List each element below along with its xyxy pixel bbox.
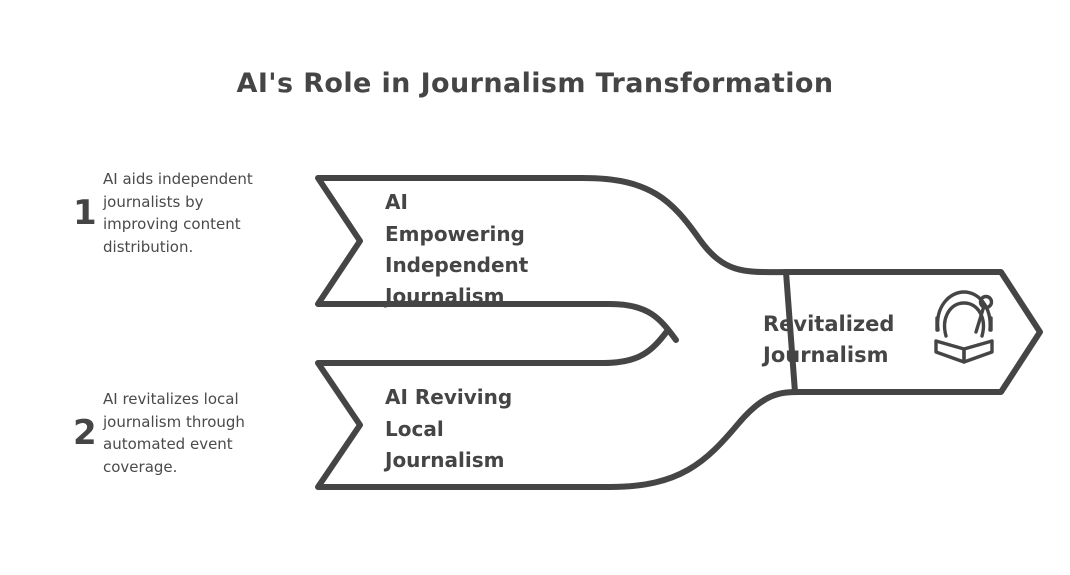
- annotation-text-2: AI revitalizes local journalism through …: [103, 390, 245, 476]
- output-line-1: Revitalized: [763, 312, 894, 336]
- input-2-line-1: AI Reviving: [385, 385, 512, 409]
- flow-node-output-label: Revitalized Journalism: [761, 312, 894, 367]
- annotation-item-1: 1 AI aids independent journalists by imp…: [73, 168, 303, 258]
- output-line-2: Journalism: [761, 343, 888, 367]
- input-2-line-3: Journalism: [383, 448, 504, 472]
- annotation-number-2: 2: [73, 413, 97, 453]
- input-1-line-3: Independent: [385, 253, 529, 277]
- flow-node-input-2-shape[interactable]: [315, 327, 803, 490]
- input-1-line-1: AI: [385, 190, 408, 214]
- annotation-item-2: 2 AI revitalizes local journalism throug…: [73, 388, 308, 478]
- flow-node-input-2-label: AI Reviving Local Journalism: [383, 385, 512, 472]
- open-book-with-arc-and-pin-icon: [934, 290, 994, 364]
- page-title: AI's Role in Journalism Transformation: [236, 68, 834, 99]
- annotation-text-1: AI aids independent journalists by impro…: [103, 170, 253, 256]
- flow-node-output-shape[interactable]: [783, 269, 1043, 395]
- input-1-line-2: Empowering: [385, 222, 525, 246]
- flow-node-input-1-label: AI Empowering Independent Journalism: [383, 190, 529, 308]
- annotation-number-1: 1: [73, 193, 97, 233]
- input-1-line-4: Journalism: [383, 284, 504, 308]
- input-2-line-2: Local: [385, 417, 444, 441]
